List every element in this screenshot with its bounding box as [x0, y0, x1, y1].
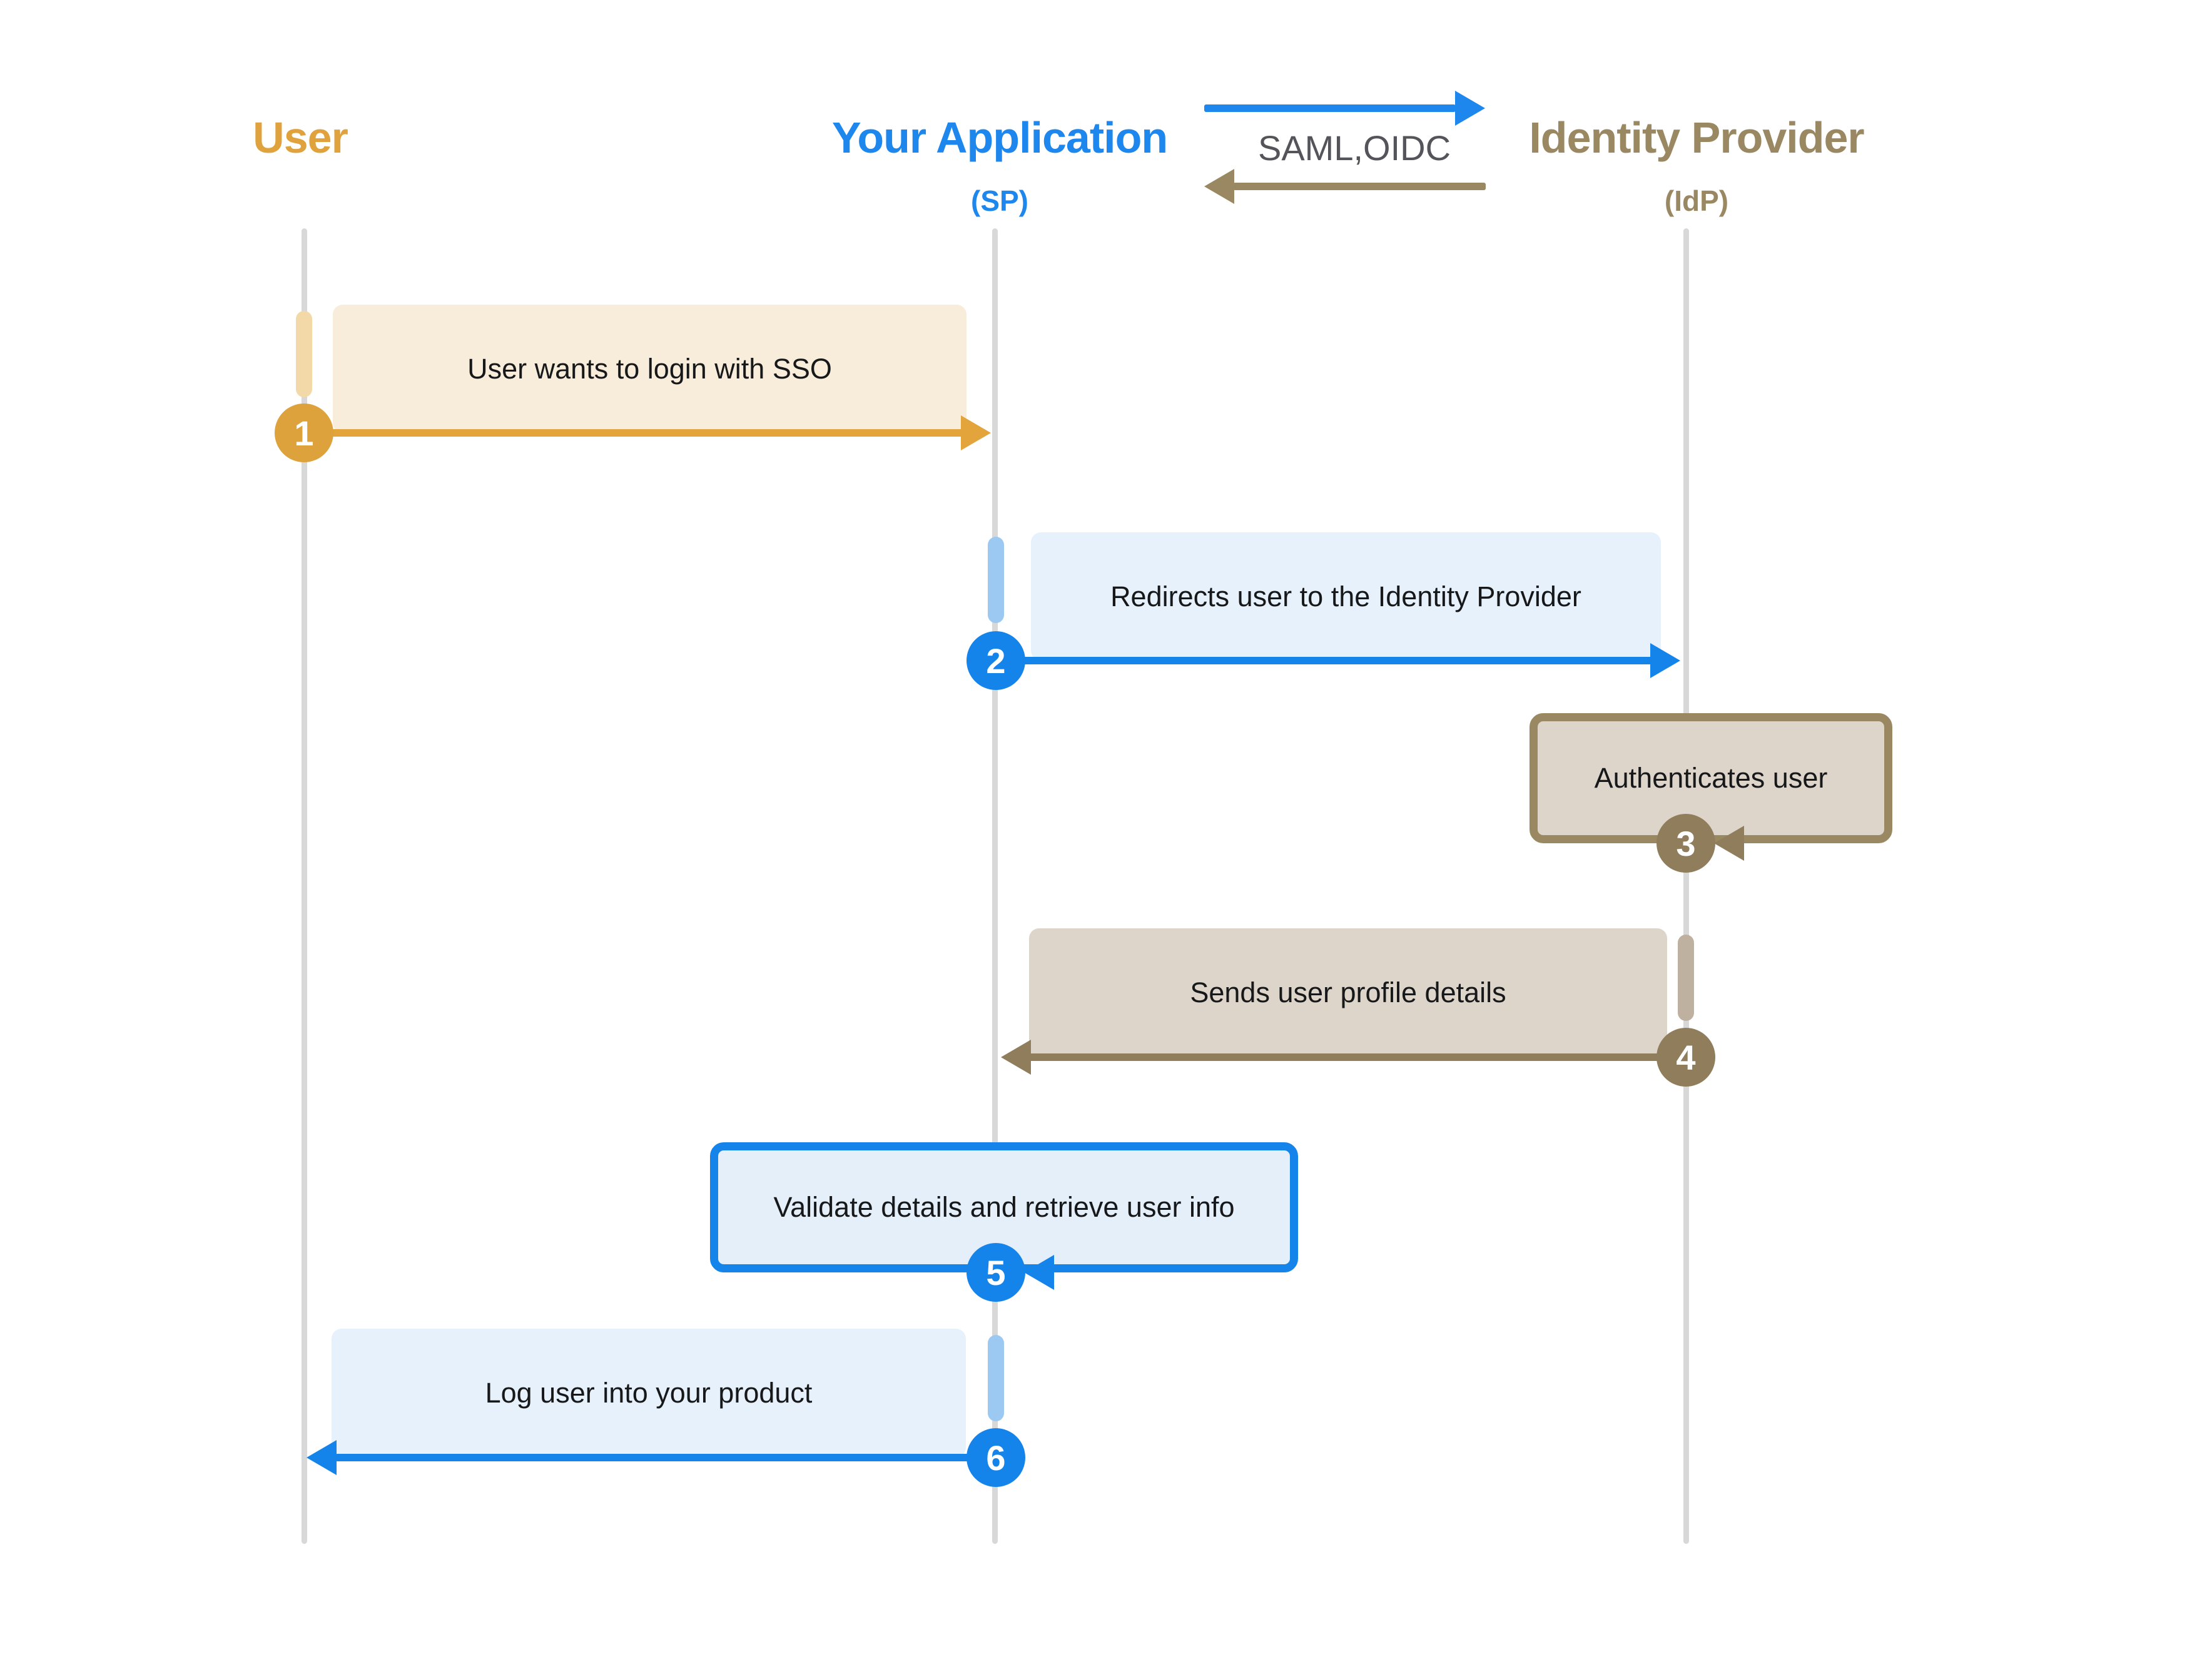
step-2-arrowhead-icon — [1650, 643, 1680, 678]
step-2-badge: 2 — [966, 631, 1025, 690]
step-4-arrowhead-icon — [1001, 1040, 1031, 1075]
protocol-arrow-right — [1204, 104, 1456, 112]
protocol-arrow-left — [1233, 183, 1486, 190]
step-3-note: Authenticates user — [1530, 713, 1892, 843]
participant-subtitle-idp: (IdP) — [1664, 185, 1729, 217]
protocol-label: SAML,OIDC — [1257, 128, 1451, 168]
step-6-label: Log user into your product — [485, 1377, 813, 1409]
lifeline-user — [302, 228, 307, 1544]
participant-subtitle-app: (SP) — [971, 185, 1028, 217]
step-2-activation-bar — [988, 537, 1004, 623]
step-3-arrowhead-icon — [1714, 826, 1744, 861]
step-2-note: Redirects user to the Identity Provider — [1031, 532, 1661, 661]
participant-title-idp: Identity Provider — [1529, 113, 1864, 162]
step-4-arrow-shaft — [1029, 1053, 1686, 1061]
step-5-label: Validate details and retrieve user info — [773, 1191, 1235, 1223]
step-2-label: Redirects user to the Identity Provider — [1110, 580, 1581, 612]
step-6-arrowhead-icon — [307, 1440, 337, 1475]
step-6-badge: 6 — [966, 1428, 1025, 1487]
participant-title-app: Your Application — [831, 113, 1168, 162]
step-1-note: User wants to login with SSO — [333, 305, 966, 433]
protocol-arrowhead-right-icon — [1455, 91, 1485, 126]
step-5-badge: 5 — [966, 1243, 1025, 1302]
step-6-arrow-shaft — [335, 1454, 996, 1461]
lifeline-app — [992, 228, 998, 1544]
step-5-arrowhead-icon — [1024, 1255, 1054, 1290]
step-2-arrow-shaft — [996, 657, 1653, 664]
step-3-label: Authenticates user — [1594, 762, 1828, 794]
participant-title-user: User — [253, 113, 348, 162]
step-1-arrow-shaft — [304, 429, 965, 437]
step-4-badge: 4 — [1656, 1028, 1715, 1087]
step-1-badge: 1 — [275, 403, 333, 462]
step-6-activation-bar — [988, 1335, 1004, 1421]
step-4-note: Sends user profile details — [1029, 928, 1667, 1057]
step-1-arrowhead-icon — [961, 415, 991, 450]
step-6-note: Log user into your product — [332, 1329, 966, 1458]
step-1-label: User wants to login with SSO — [467, 352, 832, 385]
lifeline-idp — [1683, 228, 1689, 1544]
step-3-badge: 3 — [1656, 814, 1715, 873]
step-1-activation-bar — [296, 311, 312, 397]
protocol-arrowhead-left-icon — [1204, 169, 1234, 204]
step-4-label: Sends user profile details — [1190, 977, 1506, 1008]
step-4-activation-bar — [1678, 935, 1694, 1021]
